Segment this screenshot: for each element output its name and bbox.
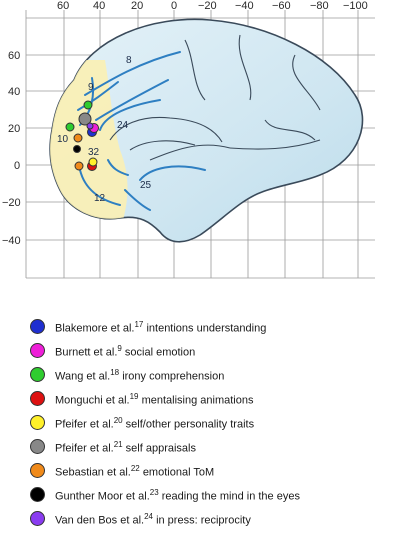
x-tick-0: 0 xyxy=(171,0,177,12)
legend-text: Blakemore et al.17 intentions understand… xyxy=(55,320,267,335)
region-12: 12 xyxy=(94,193,106,204)
legend-swatch-blue xyxy=(30,319,45,334)
legend-text: Wang et al.18 irony comprehension xyxy=(55,368,225,383)
legend-text: Pfeifer et al.21 self appraisals xyxy=(55,440,196,455)
legend-item-burnett: Burnett et al.9 social emotion xyxy=(30,341,390,363)
region-25: 25 xyxy=(140,180,152,191)
x-tick-neg100: −100 xyxy=(343,0,368,12)
y-tick-60: 60 xyxy=(8,50,20,62)
legend-text: Sebastian et al.22 emotional ToM xyxy=(55,464,215,479)
marker-wang-green-1 xyxy=(83,100,93,110)
region-8: 8 xyxy=(126,55,132,66)
marker-pfeifer-yellow xyxy=(88,157,98,167)
y-tick-0: 0 xyxy=(14,160,20,172)
x-tick-40: 40 xyxy=(93,0,105,12)
legend-swatch-green xyxy=(30,367,45,382)
y-tick-40: 40 xyxy=(8,86,20,98)
legend-item-blakemore: Blakemore et al.17 intentions understand… xyxy=(30,317,390,339)
legend-item-sebastian: Sebastian et al.22 emotional ToM xyxy=(30,461,390,483)
legend-swatch-purple xyxy=(30,511,45,526)
marker-sebastian-orange-2 xyxy=(74,161,84,171)
marker-wang-green-2 xyxy=(65,122,75,132)
legend-swatch-yellow xyxy=(30,415,45,430)
marker-sebastian-orange-1 xyxy=(73,133,83,143)
legend-text: Van den Bos et al.24 in press: reciproci… xyxy=(55,512,251,527)
legend-item-van-den-bos: Van den Bos et al.24 in press: reciproci… xyxy=(30,509,390,531)
legend-item-monguchi: Monguchi et al.19 mentalising animations xyxy=(30,389,390,411)
legend-text: Gunther Moor et al.23 reading the mind i… xyxy=(55,488,300,503)
legend-text: Monguchi et al.19 mentalising animations xyxy=(55,392,254,407)
x-tick-neg20: −20 xyxy=(198,0,217,12)
marker-gunther-black xyxy=(73,145,81,153)
x-tick-60: 60 xyxy=(57,0,69,12)
x-tick-neg60: −60 xyxy=(272,0,291,12)
legend-item-gunther-moor: Gunther Moor et al.23 reading the mind i… xyxy=(30,485,390,507)
prefrontal-region xyxy=(50,60,128,230)
legend-swatch-gray xyxy=(30,439,45,454)
region-10: 10 xyxy=(57,134,69,145)
x-tick-neg80: −80 xyxy=(310,0,329,12)
y-tick-20: 20 xyxy=(8,123,20,135)
x-tick-20: 20 xyxy=(131,0,143,12)
legend-item-wang: Wang et al.18 irony comprehension xyxy=(30,365,390,387)
legend-swatch-magenta xyxy=(30,343,45,358)
legend-swatch-red xyxy=(30,391,45,406)
legend-item-pfeifer-appraisals: Pfeifer et al.21 self appraisals xyxy=(30,437,390,459)
marker-vandenbos-purple xyxy=(86,122,94,130)
brain-diagram: 8 9 10 24 32 12 25 60 40 20 0 −20 −40 −6… xyxy=(2,0,375,279)
x-tick-neg40: −40 xyxy=(235,0,254,12)
legend-item-pfeifer-traits: Pfeifer et al.20 self/other personality … xyxy=(30,413,390,435)
legend-swatch-black xyxy=(30,487,45,502)
y-tick-neg40: −40 xyxy=(2,235,21,247)
legend-text: Burnett et al.9 social emotion xyxy=(55,344,196,359)
y-tick-neg20: −20 xyxy=(2,197,21,209)
legend-text: Pfeifer et al.20 self/other personality … xyxy=(55,416,255,431)
legend-swatch-orange xyxy=(30,463,45,478)
region-32: 32 xyxy=(88,147,100,158)
region-9: 9 xyxy=(88,82,94,93)
region-24: 24 xyxy=(117,120,129,131)
marker-pfeifer-gray xyxy=(78,112,92,126)
